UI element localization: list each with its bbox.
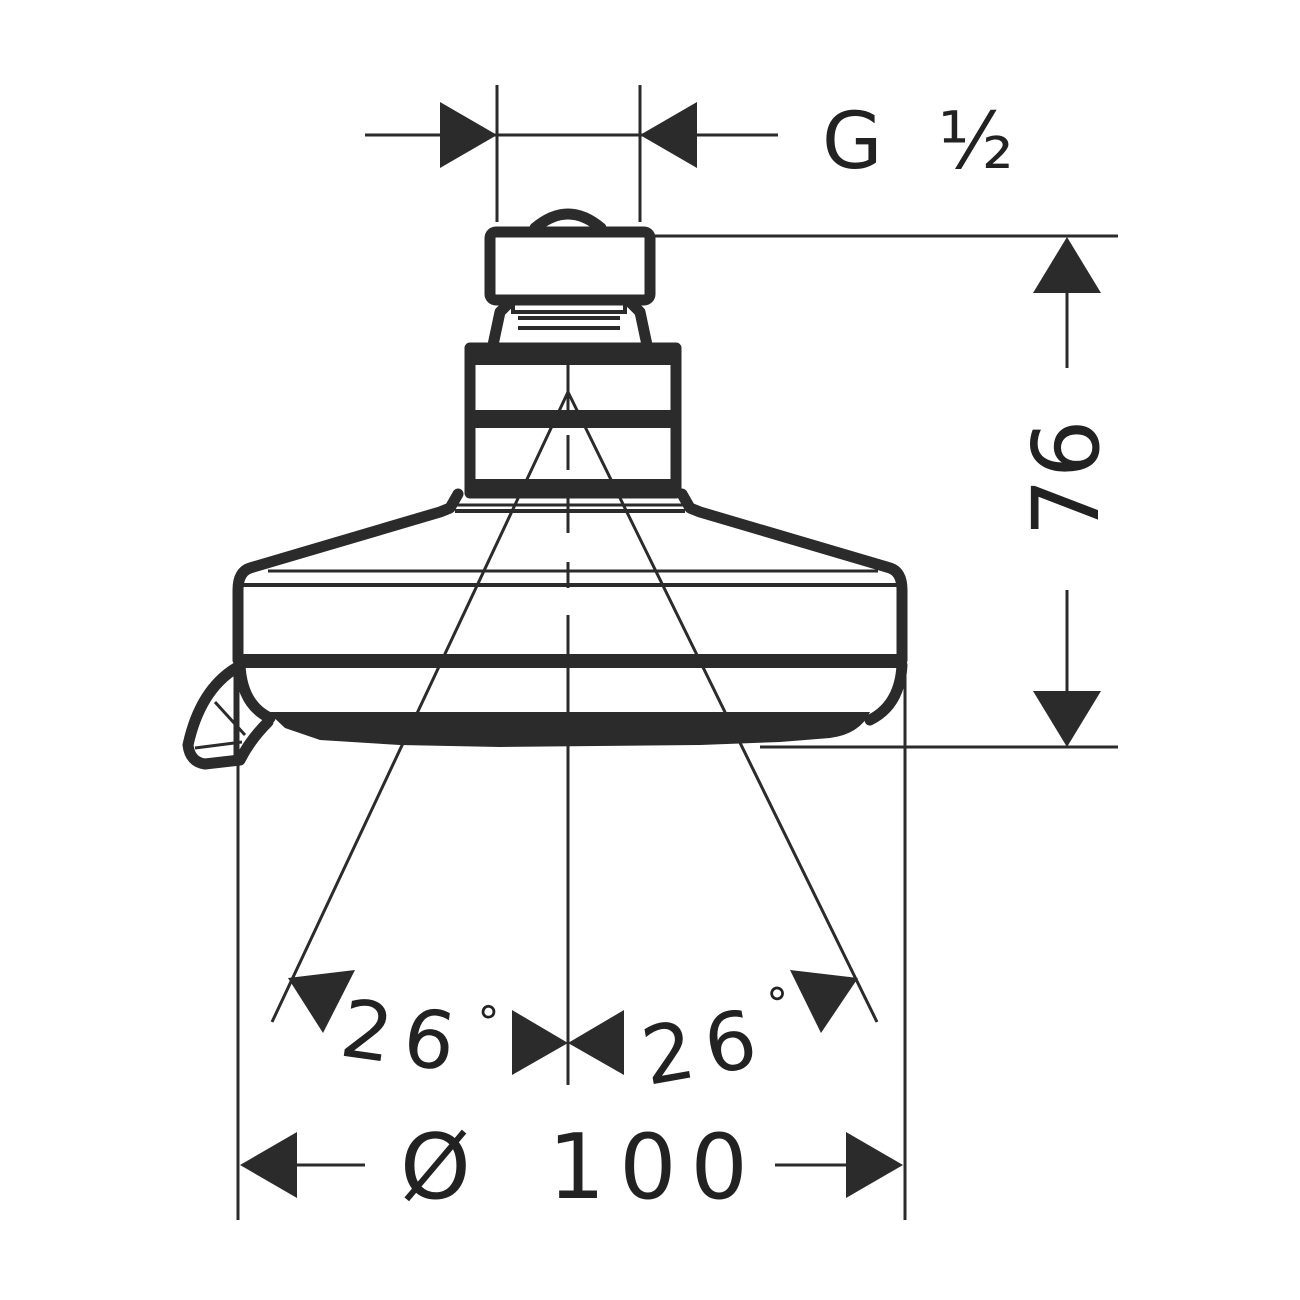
lower-shell-curves bbox=[234, 659, 908, 726]
top-dome bbox=[529, 208, 607, 234]
diameter-value-label: 100 bbox=[548, 1115, 762, 1220]
spray-line-right bbox=[566, 391, 879, 1023]
angle-arrow-right-icon bbox=[790, 970, 858, 1033]
arrow-left-icon bbox=[640, 102, 697, 168]
diameter-symbol-label: Ø bbox=[400, 1115, 471, 1220]
arrow-up-icon bbox=[1033, 237, 1101, 293]
arrow-right-icon bbox=[846, 1132, 903, 1198]
spray-angle-left-unit: ° bbox=[472, 996, 501, 1050]
height-value-label: 76 bbox=[1013, 419, 1120, 536]
top-nut bbox=[484, 226, 656, 306]
spray-angle-right-label: 26 ° bbox=[635, 978, 795, 1104]
arrow-down-icon bbox=[1033, 691, 1101, 747]
arrow-left-icon bbox=[240, 1132, 297, 1198]
lever-detail bbox=[194, 675, 247, 760]
thread-value-label: ½ bbox=[938, 97, 1014, 187]
upper-shell bbox=[232, 488, 908, 666]
lever-handle bbox=[182, 662, 274, 770]
thread-dimension: G ½ bbox=[365, 85, 1014, 222]
arrow-right-icon bbox=[440, 102, 497, 168]
angle-arrow-left-icon bbox=[288, 970, 355, 1033]
spray-angle-left-value: 26 bbox=[335, 982, 473, 1092]
spray-angle-lines: 26 ° 26 ° bbox=[270, 391, 879, 1104]
shower-head-body bbox=[182, 208, 908, 770]
spray-line-left bbox=[270, 391, 570, 1023]
spray-angle-right-value: 26 bbox=[635, 990, 775, 1103]
spray-angle-left-label: 26 ° bbox=[335, 982, 501, 1092]
diameter-dimension: Ø 100 bbox=[236, 665, 907, 1220]
thread-prefix-label: G bbox=[822, 97, 882, 187]
angle-arrow-center-right-icon bbox=[512, 1010, 568, 1075]
angle-arrow-center-left-icon bbox=[568, 1010, 624, 1075]
spray-angle-right-unit: ° bbox=[764, 978, 795, 1032]
neck-left bbox=[487, 296, 516, 351]
neck-right bbox=[624, 296, 653, 351]
height-dimension: 76 bbox=[650, 234, 1120, 749]
nut-lip bbox=[511, 298, 627, 314]
